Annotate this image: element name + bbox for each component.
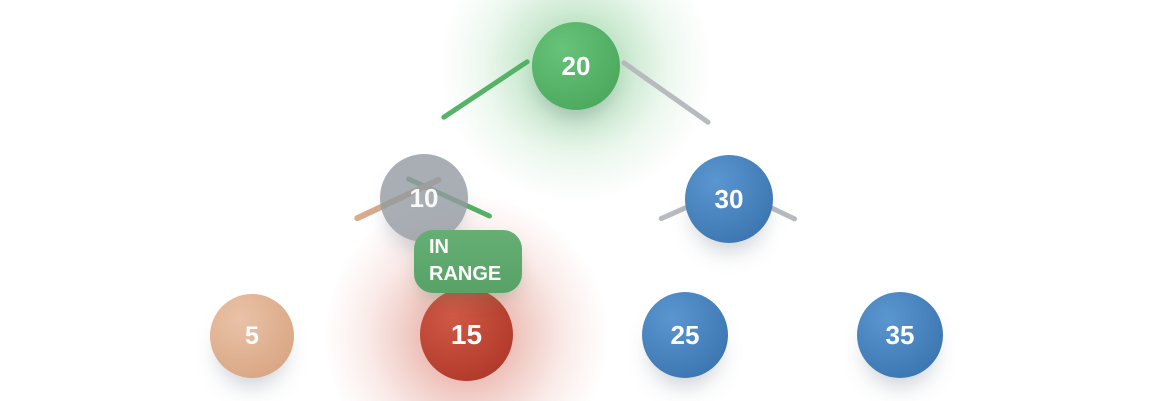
edge-20-30 [620,59,712,126]
tree-node-35: 35 [857,292,943,378]
tree-node-20: 20 [532,22,620,110]
node-value: 10 [409,182,439,213]
node-value: 20 [561,50,591,81]
edge-20-10 [440,58,531,121]
node-value: 5 [245,321,259,350]
node-value: 35 [885,319,915,350]
tree-node-30: 30 [685,155,773,243]
node-value: 30 [714,183,744,214]
in-range-badge: IN RANGE [414,230,522,293]
tree-node-10: 10 [380,154,468,242]
node-value: 25 [670,319,700,350]
tree-node-25: 25 [642,292,728,378]
tree-node-5: 5 [210,294,294,378]
tree-node-15: 15 [420,288,513,381]
in-range-badge-label: IN RANGE [429,236,502,285]
node-value: 15 [450,318,483,350]
